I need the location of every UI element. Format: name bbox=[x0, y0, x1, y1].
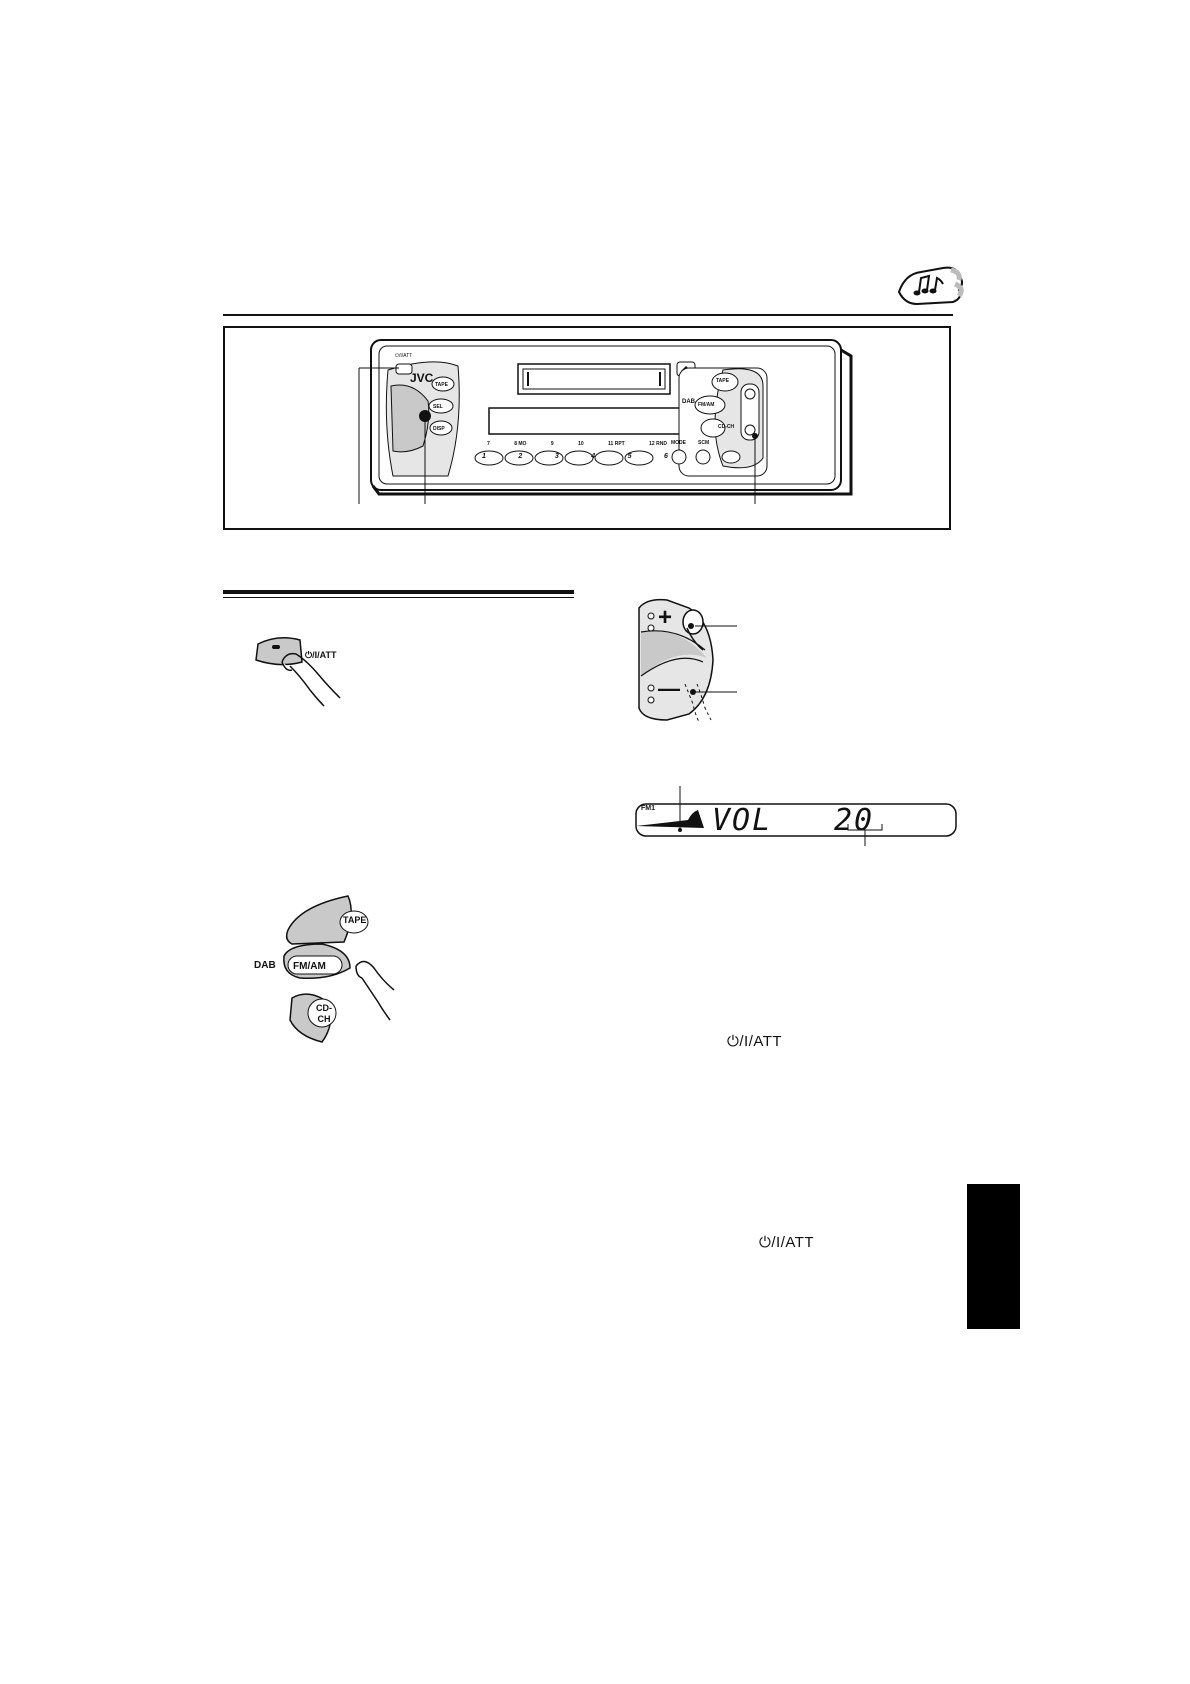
faceplate-tape-button[interactable]: TAPE bbox=[435, 382, 448, 388]
preset-number-row: 1 2 3 4 5 6 bbox=[482, 453, 668, 460]
faceplate-dab-label: DAB bbox=[682, 399, 695, 405]
faceplate-mode-label: MODE bbox=[671, 440, 686, 446]
volume-plus-sign: + bbox=[658, 604, 673, 631]
source-buttons-illustration bbox=[283, 895, 395, 1043]
lcd-volume-value: 20 bbox=[834, 803, 875, 838]
source-dab-label: DAB bbox=[254, 960, 276, 971]
faceplate-disp-button[interactable]: DISP bbox=[433, 426, 445, 432]
preset-button-row bbox=[474, 450, 654, 466]
power-label: ⏻/I/ATT bbox=[305, 650, 337, 660]
header-rule bbox=[223, 314, 953, 316]
section-rule-thin bbox=[223, 597, 574, 598]
section-rule bbox=[223, 590, 574, 594]
faceplate-cdch-button[interactable]: CD-CH bbox=[718, 424, 735, 430]
volume-minus-sign: — bbox=[658, 676, 680, 701]
lcd-display-illustration bbox=[635, 786, 957, 846]
lcd-band-label: FM1 bbox=[641, 805, 655, 812]
faceplate-fmam-button[interactable]: FM/AM bbox=[698, 402, 715, 408]
faceplate-diagram bbox=[358, 339, 853, 504]
source-tape-button[interactable]: TAPE bbox=[343, 915, 367, 925]
lcd-vol-text: VOL bbox=[712, 803, 773, 838]
faceplate-diagram-frame bbox=[223, 326, 951, 530]
preset-label-row: 7 8 MO 9 10 11 RPT 12 RND bbox=[487, 441, 667, 447]
power-button-illustration bbox=[255, 637, 341, 707]
language-side-tab bbox=[967, 1184, 1020, 1329]
att-reference-1: ⏻/I/ATT bbox=[727, 1033, 783, 1050]
faceplate-sel-button[interactable]: SEL bbox=[433, 404, 443, 410]
faceplate-scm-label: SCM bbox=[698, 440, 710, 446]
music-note-icon bbox=[897, 266, 964, 306]
brand-logo: JVC bbox=[410, 371, 434, 385]
faceplate-power-label: ⏻/I/ATT bbox=[395, 353, 413, 359]
att-reference-2: ⏻/I/ATT bbox=[759, 1234, 815, 1251]
faceplate-tape-right-button[interactable]: TAPE bbox=[716, 378, 729, 384]
source-fmam-button[interactable]: FM/AM bbox=[293, 961, 326, 972]
source-cdch-button[interactable]: CD- CH bbox=[316, 1003, 332, 1024]
volume-button-illustration bbox=[638, 598, 737, 723]
